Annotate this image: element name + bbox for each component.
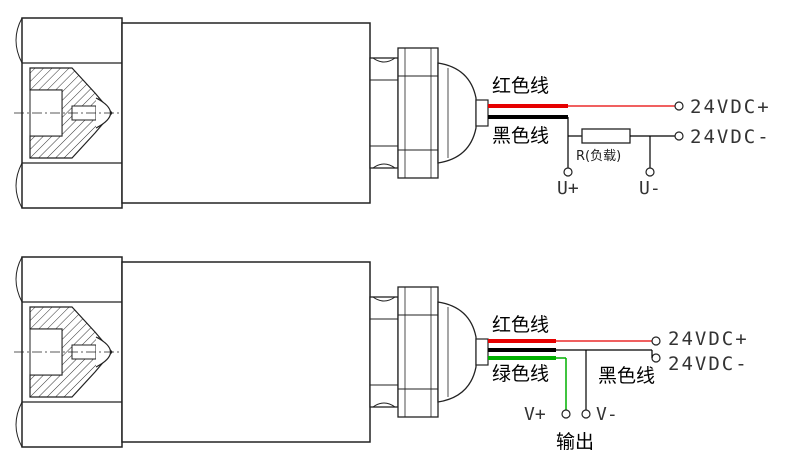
label-black-wire: 黑色线 — [492, 125, 549, 147]
supply-neg-terminal-2 — [651, 353, 661, 363]
sensor-body-bottom — [13, 256, 489, 448]
label-v-minus: V- — [596, 404, 618, 425]
label-resistor: R(负载) — [576, 149, 621, 164]
label-green-wire: 绿色线 — [492, 363, 549, 385]
supply-pos-terminal — [674, 101, 684, 111]
load-resistor — [581, 128, 631, 144]
label-u-minus: U- — [639, 178, 661, 199]
label-24vdc-minus-2: 24VDC- — [668, 353, 749, 375]
supply-pos-terminal-2 — [651, 336, 661, 346]
supply-neg-terminal — [674, 131, 684, 141]
u-minus-terminal — [645, 167, 655, 177]
label-black-wire-2: 黑色线 — [598, 365, 655, 387]
wires-bottom — [488, 336, 661, 419]
u-plus-terminal — [563, 167, 573, 177]
label-output: 输出 — [556, 431, 594, 453]
v-minus-terminal — [581, 409, 591, 419]
label-24vdc-plus: 24VDC+ — [690, 96, 771, 118]
label-v-plus: V+ — [524, 404, 546, 425]
label-red-wire: 红色线 — [492, 75, 549, 97]
sensor-body-top — [13, 17, 489, 209]
label-24vdc-minus: 24VDC- — [690, 126, 771, 148]
wires-top — [488, 101, 684, 177]
label-red-wire-2: 红色线 — [492, 314, 549, 336]
label-24vdc-plus-2: 24VDC+ — [668, 328, 749, 350]
v-plus-terminal — [561, 409, 571, 419]
label-u-plus: U+ — [557, 178, 579, 199]
